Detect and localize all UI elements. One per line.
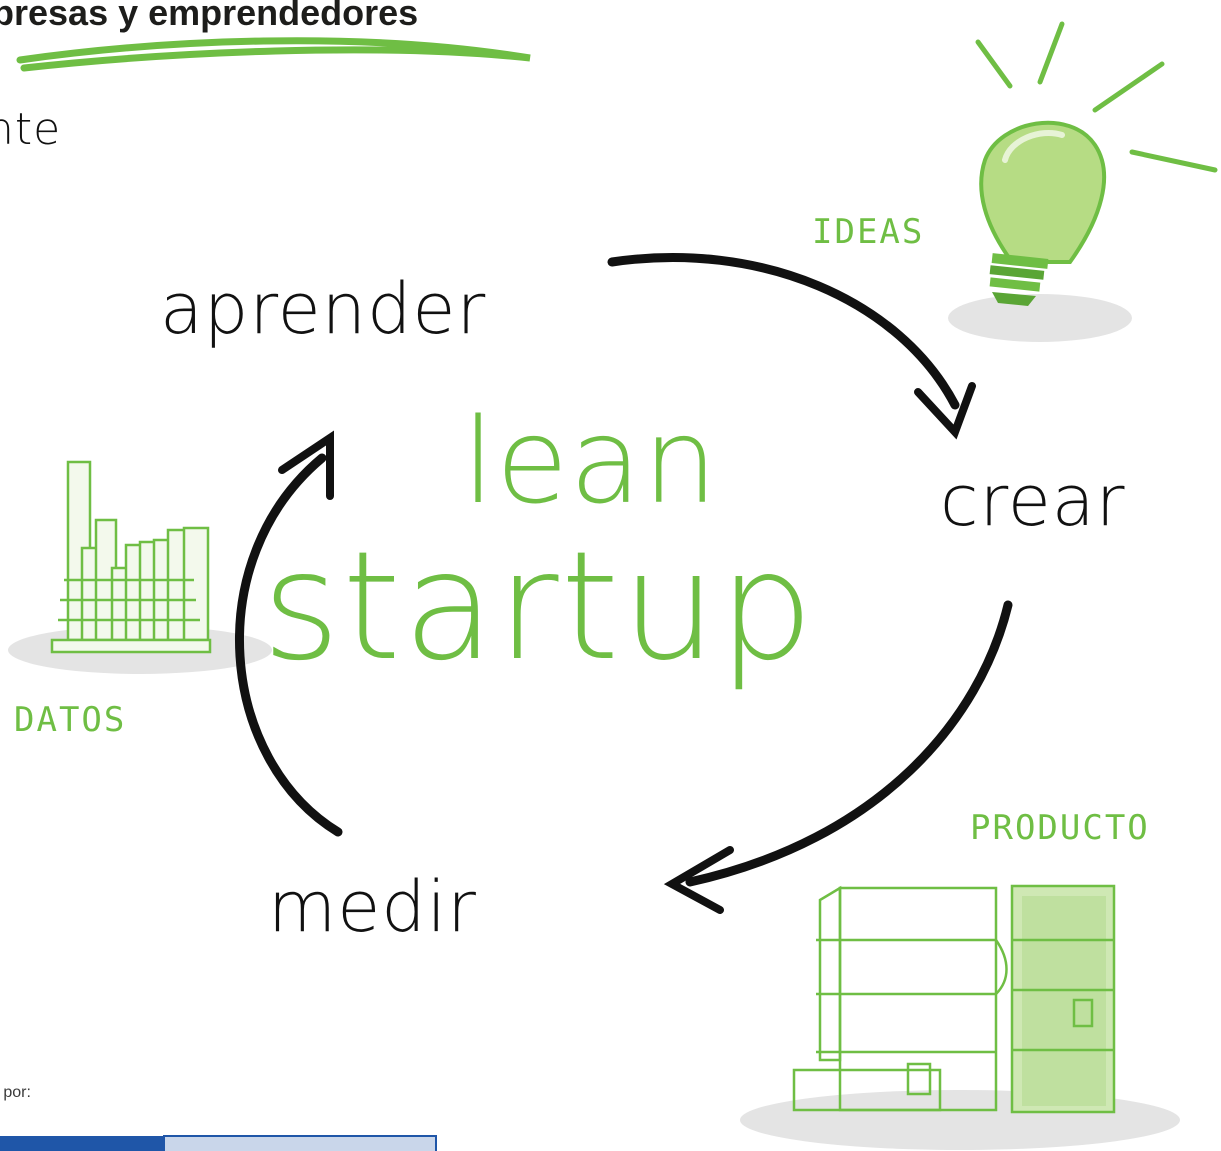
sponsor-logo-dark bbox=[0, 1136, 164, 1151]
bar-chart-icon bbox=[50, 460, 212, 654]
step-learn-label: aprender bbox=[160, 268, 487, 350]
center-title-lean: lean bbox=[462, 392, 719, 530]
step-measure-label: medir bbox=[268, 866, 477, 948]
page-subtitle: nte bbox=[0, 104, 62, 155]
arrow-ideas-to-crear bbox=[607, 252, 960, 410]
step-build-label: crear bbox=[940, 460, 1126, 542]
cycle-arrows bbox=[235, 252, 1013, 914]
sponsor-logo-light bbox=[163, 1135, 437, 1151]
center-title-startup: startup bbox=[262, 520, 816, 694]
arrow-medir-to-aprender bbox=[235, 453, 343, 837]
title-underline bbox=[16, 37, 531, 72]
data-tag: DATOS bbox=[14, 700, 127, 740]
ideas-tag: IDEAS bbox=[812, 212, 925, 252]
page-title: presas y emprendedores bbox=[0, 0, 419, 33]
lightbulb-icon bbox=[975, 21, 1218, 306]
sponsor-label: o por: bbox=[0, 1084, 31, 1101]
box-product-icon bbox=[792, 884, 1116, 1114]
arrow-crear-to-medir bbox=[685, 600, 1013, 887]
product-tag: PRODUCTO bbox=[970, 808, 1150, 848]
